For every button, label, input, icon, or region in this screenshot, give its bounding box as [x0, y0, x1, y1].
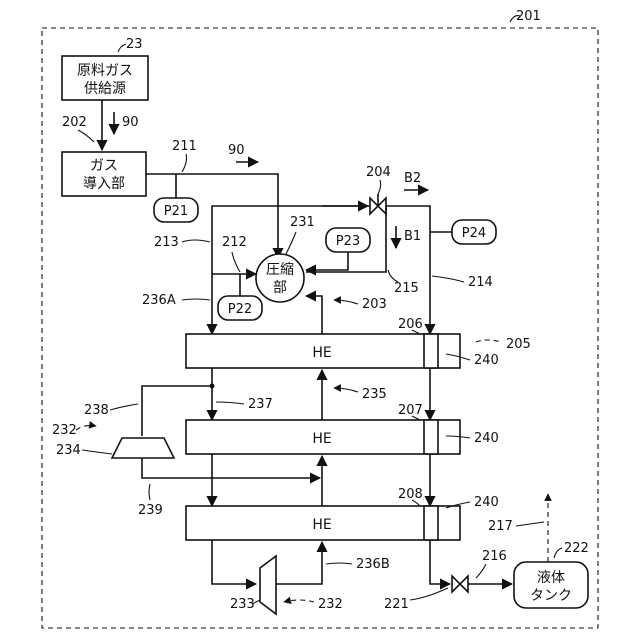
turbine-233 — [260, 556, 276, 614]
line-239 — [142, 458, 320, 478]
line-236b-down — [212, 540, 256, 584]
ref-216: 216 — [482, 549, 507, 564]
ref-236b: 236B — [356, 557, 390, 572]
ref-212: 212 — [222, 235, 247, 250]
compressor-ref: 231 — [290, 215, 315, 230]
ref-237: 237 — [248, 397, 273, 412]
he-206-ref: 206 — [398, 317, 423, 332]
flow-b2-label: B2 — [404, 171, 421, 186]
he-207-inner — [424, 420, 438, 454]
system-ref: 201 — [516, 9, 541, 24]
ref-233: 233 — [230, 597, 255, 612]
ref-214-leader — [432, 276, 464, 282]
tank-line2: タンク — [530, 588, 572, 604]
compressor-ref-leader — [286, 232, 296, 254]
he-208-inner-ref: 240 — [474, 495, 499, 510]
he-208-label: HE — [312, 517, 331, 533]
flow-90-right-label: 90 — [228, 143, 245, 158]
ref-238: 238 — [84, 403, 109, 418]
tank-ref: 222 — [564, 541, 589, 556]
ref-214: 214 — [468, 275, 493, 290]
ref-217-leader — [516, 522, 544, 526]
ref-212-leader — [232, 252, 240, 272]
p23-stem — [306, 252, 348, 270]
ref-236b-leader — [326, 563, 352, 564]
he-207-inner-ref: 240 — [474, 431, 499, 446]
flow-90-down-label: 90 — [122, 115, 139, 130]
ref-232a: 232 — [52, 423, 77, 438]
compressor-line1: 圧縮 — [266, 262, 294, 278]
ref-232b: 232 — [318, 597, 343, 612]
ref-234: 234 — [56, 443, 81, 458]
ref-204-leader — [378, 180, 381, 194]
line-214 — [386, 206, 430, 334]
inlet-ref: 202 — [62, 115, 87, 130]
ref-239: 239 — [138, 503, 163, 518]
gas-inlet-line1: ガス — [90, 158, 118, 174]
ref-235: 235 — [362, 387, 387, 402]
compressor-line2: 部 — [273, 280, 287, 296]
flow-b1-label: B1 — [404, 229, 421, 244]
ref-236a-leader — [182, 299, 210, 300]
ref-211: 211 — [172, 139, 197, 154]
valve-221 — [452, 576, 468, 592]
feed-source-ref: 23 — [126, 37, 143, 52]
line-203 — [306, 296, 322, 334]
he-group-leader — [476, 340, 502, 342]
ref-236a: 236A — [142, 293, 176, 308]
p24-label: P24 — [462, 226, 486, 241]
ref-234-leader — [82, 450, 112, 454]
ref-211-leader — [182, 154, 187, 172]
he-206-inner-ref: 240 — [474, 353, 499, 368]
ref-213: 213 — [154, 235, 179, 250]
line-216 — [430, 540, 450, 584]
ref-221: 221 — [384, 597, 409, 612]
ref-232a-leader — [76, 426, 96, 431]
ref-213-leader — [182, 240, 210, 242]
expander-234 — [112, 438, 174, 458]
p22-label: P22 — [228, 302, 252, 317]
ref-221-leader — [410, 588, 448, 600]
ref-203-leader — [334, 300, 358, 304]
inlet-ref-leader — [78, 130, 94, 142]
ref-215: 215 — [394, 281, 419, 296]
he-206-inner — [424, 334, 438, 368]
ref-235-leader — [334, 388, 358, 392]
ref-232b-leader — [284, 600, 314, 602]
gas-inlet-line2: 導入部 — [83, 176, 125, 192]
feed-source-line1: 原料ガス — [77, 63, 133, 79]
ref-216-leader — [476, 564, 486, 578]
he-207-label: HE — [312, 431, 331, 447]
ref-217: 217 — [488, 519, 513, 534]
ref-239-leader — [149, 484, 150, 500]
line-236b-up — [276, 542, 322, 584]
he-group-ref: 205 — [506, 337, 531, 352]
feed-source-ref-leader — [118, 44, 126, 52]
ref-204: 204 — [366, 165, 391, 180]
he-206-label: HE — [312, 345, 331, 361]
ref-203: 203 — [362, 297, 387, 312]
tank-line1: 液体 — [537, 570, 565, 586]
p21-label: P21 — [164, 204, 188, 219]
he-207-ref: 207 — [398, 403, 423, 418]
ref-237-leader — [216, 402, 244, 404]
he-208-inner — [424, 506, 438, 540]
he-208-ref: 208 — [398, 487, 423, 502]
tank-ref-leader — [554, 548, 562, 558]
p23-label: P23 — [336, 234, 360, 249]
ref-238-leader — [110, 404, 138, 410]
feed-source-line2: 供給源 — [84, 81, 126, 97]
